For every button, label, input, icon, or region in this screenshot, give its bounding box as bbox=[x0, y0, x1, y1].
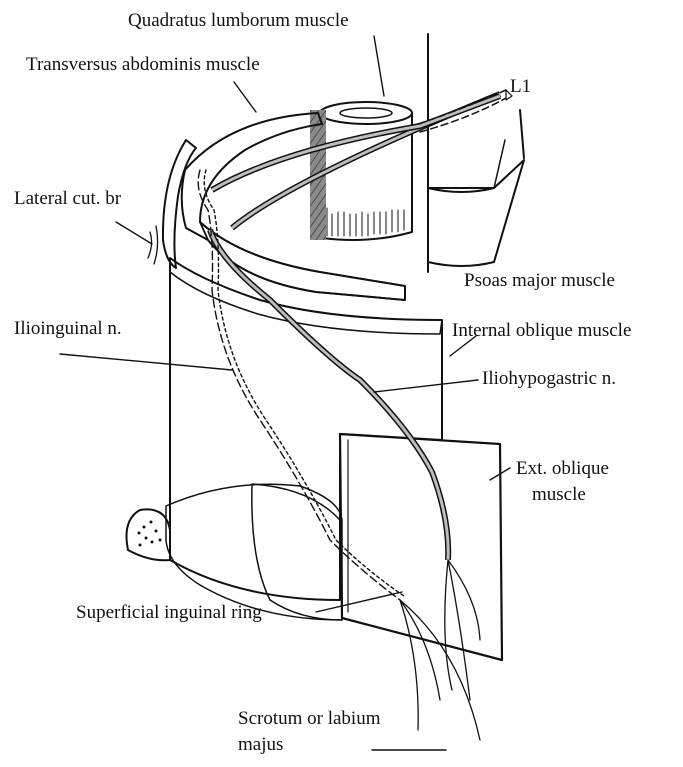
transversus-abdominis-muscle bbox=[182, 113, 405, 300]
label-l1: L1 bbox=[510, 76, 531, 98]
label-scrotum-2: majus bbox=[238, 734, 283, 756]
label-iliohypogastric-nerve: Iliohypogastric n. bbox=[482, 368, 616, 390]
label-psoas-major: Psoas major muscle bbox=[464, 270, 615, 292]
iliac-bone bbox=[127, 509, 171, 560]
external-oblique-muscle-flap bbox=[340, 434, 502, 660]
label-scrotum-1: Scrotum or labium bbox=[238, 708, 380, 730]
label-external-oblique-1: Ext. oblique bbox=[516, 458, 609, 480]
label-ilioinguinal-nerve: Ilioinguinal n. bbox=[14, 318, 122, 340]
lateral-muscle-edge bbox=[148, 140, 196, 268]
label-quadratus-lumborum: Quadratus lumborum muscle bbox=[128, 10, 349, 32]
label-transversus-abdominis: Transversus abdominis muscle bbox=[26, 54, 260, 76]
label-external-oblique-2: muscle bbox=[532, 484, 586, 506]
label-superficial-inguinal-ring: Superficial inguinal ring bbox=[76, 602, 262, 624]
label-internal-oblique: Internal oblique muscle bbox=[452, 320, 631, 342]
label-lateral-cut-branch: Lateral cut. br bbox=[14, 188, 121, 210]
psoas-major-muscle bbox=[428, 110, 524, 266]
